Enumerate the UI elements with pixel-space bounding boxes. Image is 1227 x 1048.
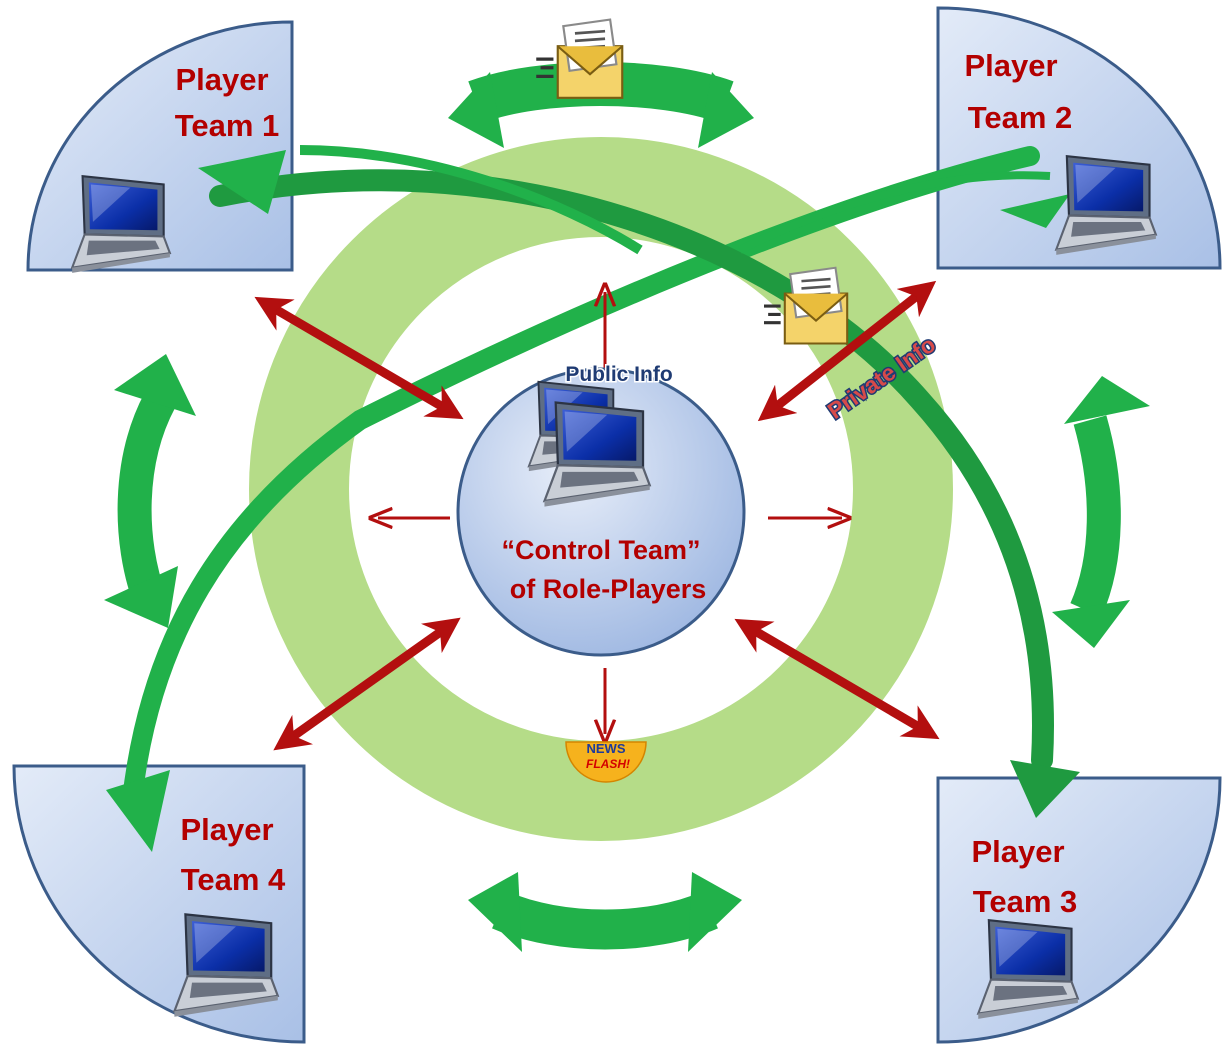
team-1-label-line1: Player: [175, 62, 268, 97]
green-arrow-right: [1070, 415, 1121, 617]
team-2-label-line2: Team 2: [968, 100, 1073, 135]
laptop-icon: [976, 918, 1080, 1021]
control-team-subtitle: of Role-Players: [510, 574, 707, 604]
control-team-circle: [456, 367, 746, 657]
laptop-icon: [70, 174, 172, 275]
green-arrow-left: [117, 392, 176, 606]
interaction-label: Interaction: [533, 106, 651, 132]
flash-label: FLASH!: [586, 757, 630, 771]
team-2-label-line1: Player: [964, 48, 1057, 83]
team-4-label-line2: Team 4: [181, 862, 286, 897]
laptop-icon: [172, 912, 280, 1019]
red-arrow-team1: [254, 296, 464, 420]
green-arrow-bottom: [492, 891, 718, 950]
laptop-icon: [1054, 154, 1158, 257]
news-label: NEWS: [587, 741, 626, 756]
red-arrow-team4: [273, 617, 461, 751]
red-arrow-team3: [734, 618, 940, 740]
interaction-ring: [249, 137, 953, 841]
red-arrow-team2: [757, 280, 937, 422]
team-3-label-line2: Team 3: [973, 884, 1078, 919]
news-flash-icon: NEWS FLASH!: [565, 741, 647, 783]
control-team-title: “Control Team”: [501, 535, 700, 565]
laptop-icon: [542, 400, 652, 509]
team-3-label-line1: Player: [971, 834, 1064, 869]
team-1-label-line2: Team 1: [175, 108, 280, 143]
team-4-label-line1: Player: [180, 812, 273, 847]
public-info-label: Public Info: [565, 363, 672, 386]
